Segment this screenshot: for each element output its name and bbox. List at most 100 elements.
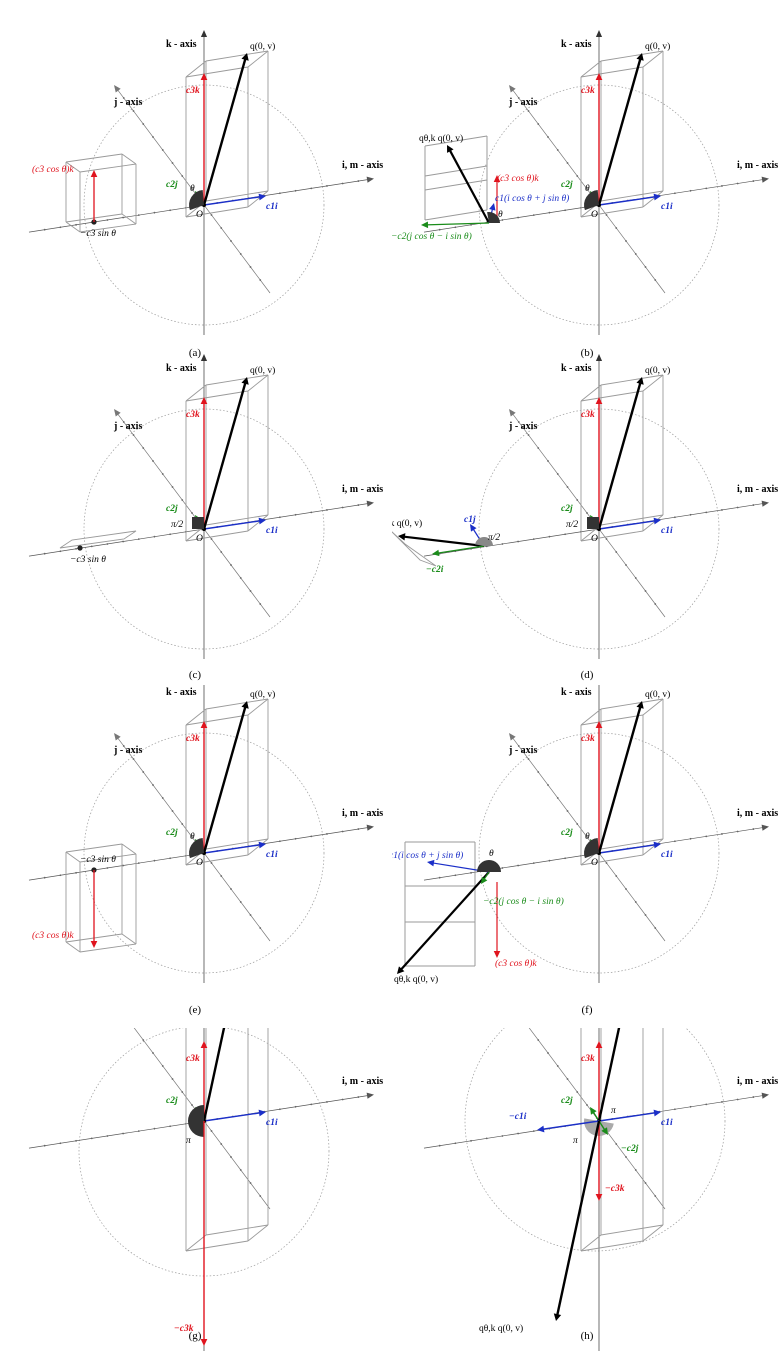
rotated-c2-label: −c2(j cos θ − i sin θ) xyxy=(483,896,564,907)
neg-c3k-arrow xyxy=(200,1121,208,1346)
j-axis-ticks xyxy=(517,421,657,605)
rotated-c1-label: c1(i cos θ + j sin θ) xyxy=(495,193,569,204)
c3k-label: c3k xyxy=(186,410,200,420)
q-vector xyxy=(597,1028,621,1122)
i-axis-label: i, m - axis xyxy=(737,160,778,171)
k-axis-label: k - axis xyxy=(166,363,197,374)
neg-c3k-arrow xyxy=(595,1121,603,1201)
c1i-label: c1i xyxy=(266,1118,278,1128)
rotated-c2-arrow xyxy=(481,871,490,884)
c2j-label: c2j xyxy=(561,504,573,514)
panel-caption: (d) xyxy=(580,669,594,681)
c1i-label: c1i xyxy=(661,850,673,860)
c3k-arrow xyxy=(200,721,208,853)
c1i-arrow xyxy=(598,1109,661,1122)
rotated-c3-label: (c3 cos θ)k xyxy=(497,173,539,184)
c2j-label: c2j xyxy=(166,180,178,190)
c1i-label: c1i xyxy=(266,202,278,212)
c2j-label: c2j xyxy=(166,1096,178,1106)
neg-c1i-label: −c1i xyxy=(509,1112,527,1122)
rotated-q-vector xyxy=(398,533,485,548)
q-label: q(0, v) xyxy=(250,689,275,700)
theta-label: θ xyxy=(585,184,590,194)
rotation-circle xyxy=(83,84,325,326)
neg-c3-sin-label: −c3 sin θ xyxy=(80,229,116,239)
rotated-box xyxy=(404,841,476,967)
j-axis-label: j - axis xyxy=(113,421,142,432)
q-label: q(0, v) xyxy=(645,41,670,52)
c3k-arrow xyxy=(200,397,208,529)
j-axis-label: j - axis xyxy=(508,745,537,756)
j-axis xyxy=(509,409,666,618)
c2j-label: c2j xyxy=(561,180,573,190)
rotated-q-label: qθ,k q(0, v) xyxy=(419,133,463,144)
neg-c3k-label: −c3k xyxy=(174,1324,194,1334)
neg-c3-sin-label: −c3 sin θ xyxy=(80,855,116,865)
c3k-arrow xyxy=(595,1041,603,1121)
j-axis-label: j - axis xyxy=(113,97,142,108)
c2j-label: c2j xyxy=(166,504,178,514)
panel-caption: (h) xyxy=(580,1330,594,1342)
neg-c2i-label: −c2i xyxy=(426,565,444,575)
rotation-circle xyxy=(464,1028,726,1252)
panel-caption: (e) xyxy=(188,1004,202,1016)
q-vector xyxy=(202,53,249,206)
rotation-circle xyxy=(83,732,325,974)
j-axis xyxy=(509,85,666,294)
theta-sector xyxy=(584,190,599,211)
vector-box xyxy=(580,374,664,542)
rotated-right-angle xyxy=(475,537,493,546)
c1i-arrow xyxy=(203,841,266,854)
j-axis-ticks xyxy=(142,1039,262,1197)
k-axis-label: k - axis xyxy=(561,687,592,698)
k-axis-label: k - axis xyxy=(166,687,197,698)
q-label: q(0, v) xyxy=(645,689,670,700)
c3-cos-label: (c3 cos θ)k xyxy=(32,930,74,941)
q-vector xyxy=(597,701,644,854)
pi-half-label: π/2 xyxy=(566,520,578,530)
vector-box xyxy=(185,698,269,866)
i-axis-label: i, m - axis xyxy=(737,484,778,495)
c3-cos-label: (c3 cos θ)k xyxy=(32,164,74,175)
c1i-arrow xyxy=(203,517,266,530)
origin-label: O xyxy=(196,858,203,868)
q-vector xyxy=(202,701,249,854)
j-axis-label: j - axis xyxy=(508,97,537,108)
q-label: q(0, v) xyxy=(250,365,275,376)
panel-caption: (a) xyxy=(188,347,202,359)
c1j-label: c1j xyxy=(464,515,476,525)
neg-c2j-label: −c2j xyxy=(621,1144,639,1154)
rotated-c3-label: (c3 cos θ)k xyxy=(495,958,537,969)
i-axis-ticks xyxy=(438,504,755,555)
rotated-c3-arrow xyxy=(493,175,501,219)
c3-cos-arrow xyxy=(90,170,98,222)
c1i-arrow xyxy=(203,193,266,206)
right-angle-mark xyxy=(192,517,204,529)
neg-c3k-label: −c3k xyxy=(605,1184,625,1194)
c1i-arrow xyxy=(598,193,661,206)
j-axis-ticks xyxy=(517,745,657,929)
i-axis-label: i, m - axis xyxy=(342,160,383,171)
pi-half-label: π/2 xyxy=(171,520,183,530)
c3k-label: c3k xyxy=(186,734,200,744)
i-axis xyxy=(423,500,769,557)
rotation-circle xyxy=(478,84,720,326)
j-axis-label: j - axis xyxy=(508,421,537,432)
rotation-circle xyxy=(478,732,720,974)
origin-label: O xyxy=(591,534,598,544)
rotated-neg-c2i-arrow xyxy=(432,545,485,557)
panel-caption: (g) xyxy=(188,1330,202,1342)
vector-box xyxy=(185,1028,269,1252)
origin-label: O xyxy=(591,210,598,220)
